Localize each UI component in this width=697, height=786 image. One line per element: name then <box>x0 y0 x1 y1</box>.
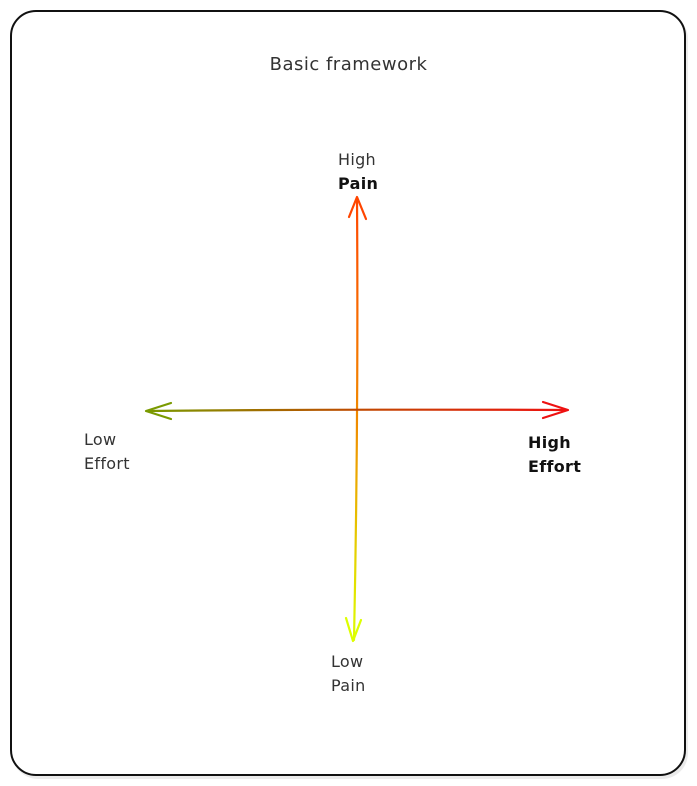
pain-axis-arrowhead-down <box>344 616 363 643</box>
high-effort-label: High Effort <box>528 431 581 479</box>
diagram-frame <box>10 10 686 776</box>
high-pain-label: High Pain <box>338 148 378 196</box>
high-effort-label-line2: Effort <box>528 457 582 476</box>
pain-axis <box>344 195 368 643</box>
pain-axis-arrowhead-up <box>347 195 368 221</box>
high-pain-label-line1: High <box>338 150 376 169</box>
high-pain-label-line2: Pain <box>338 174 379 193</box>
low-pain-label-line1: Low <box>331 652 364 671</box>
effort-axis-arrowhead-left <box>144 401 173 421</box>
low-pain-label-line2: Pain <box>331 676 366 695</box>
low-effort-label: Low Effort <box>84 428 130 476</box>
effort-axis-arrowhead-right <box>541 400 570 420</box>
high-effort-label-line1: High <box>528 433 571 452</box>
low-pain-label: Low Pain <box>331 650 366 698</box>
low-effort-label-line1: Low <box>84 430 117 449</box>
effort-axis <box>144 400 570 421</box>
low-effort-label-line2: Effort <box>84 454 130 473</box>
pain-axis-line <box>352 196 359 642</box>
diagram-title: Basic framework <box>269 54 428 75</box>
effort-axis-line <box>145 408 569 413</box>
